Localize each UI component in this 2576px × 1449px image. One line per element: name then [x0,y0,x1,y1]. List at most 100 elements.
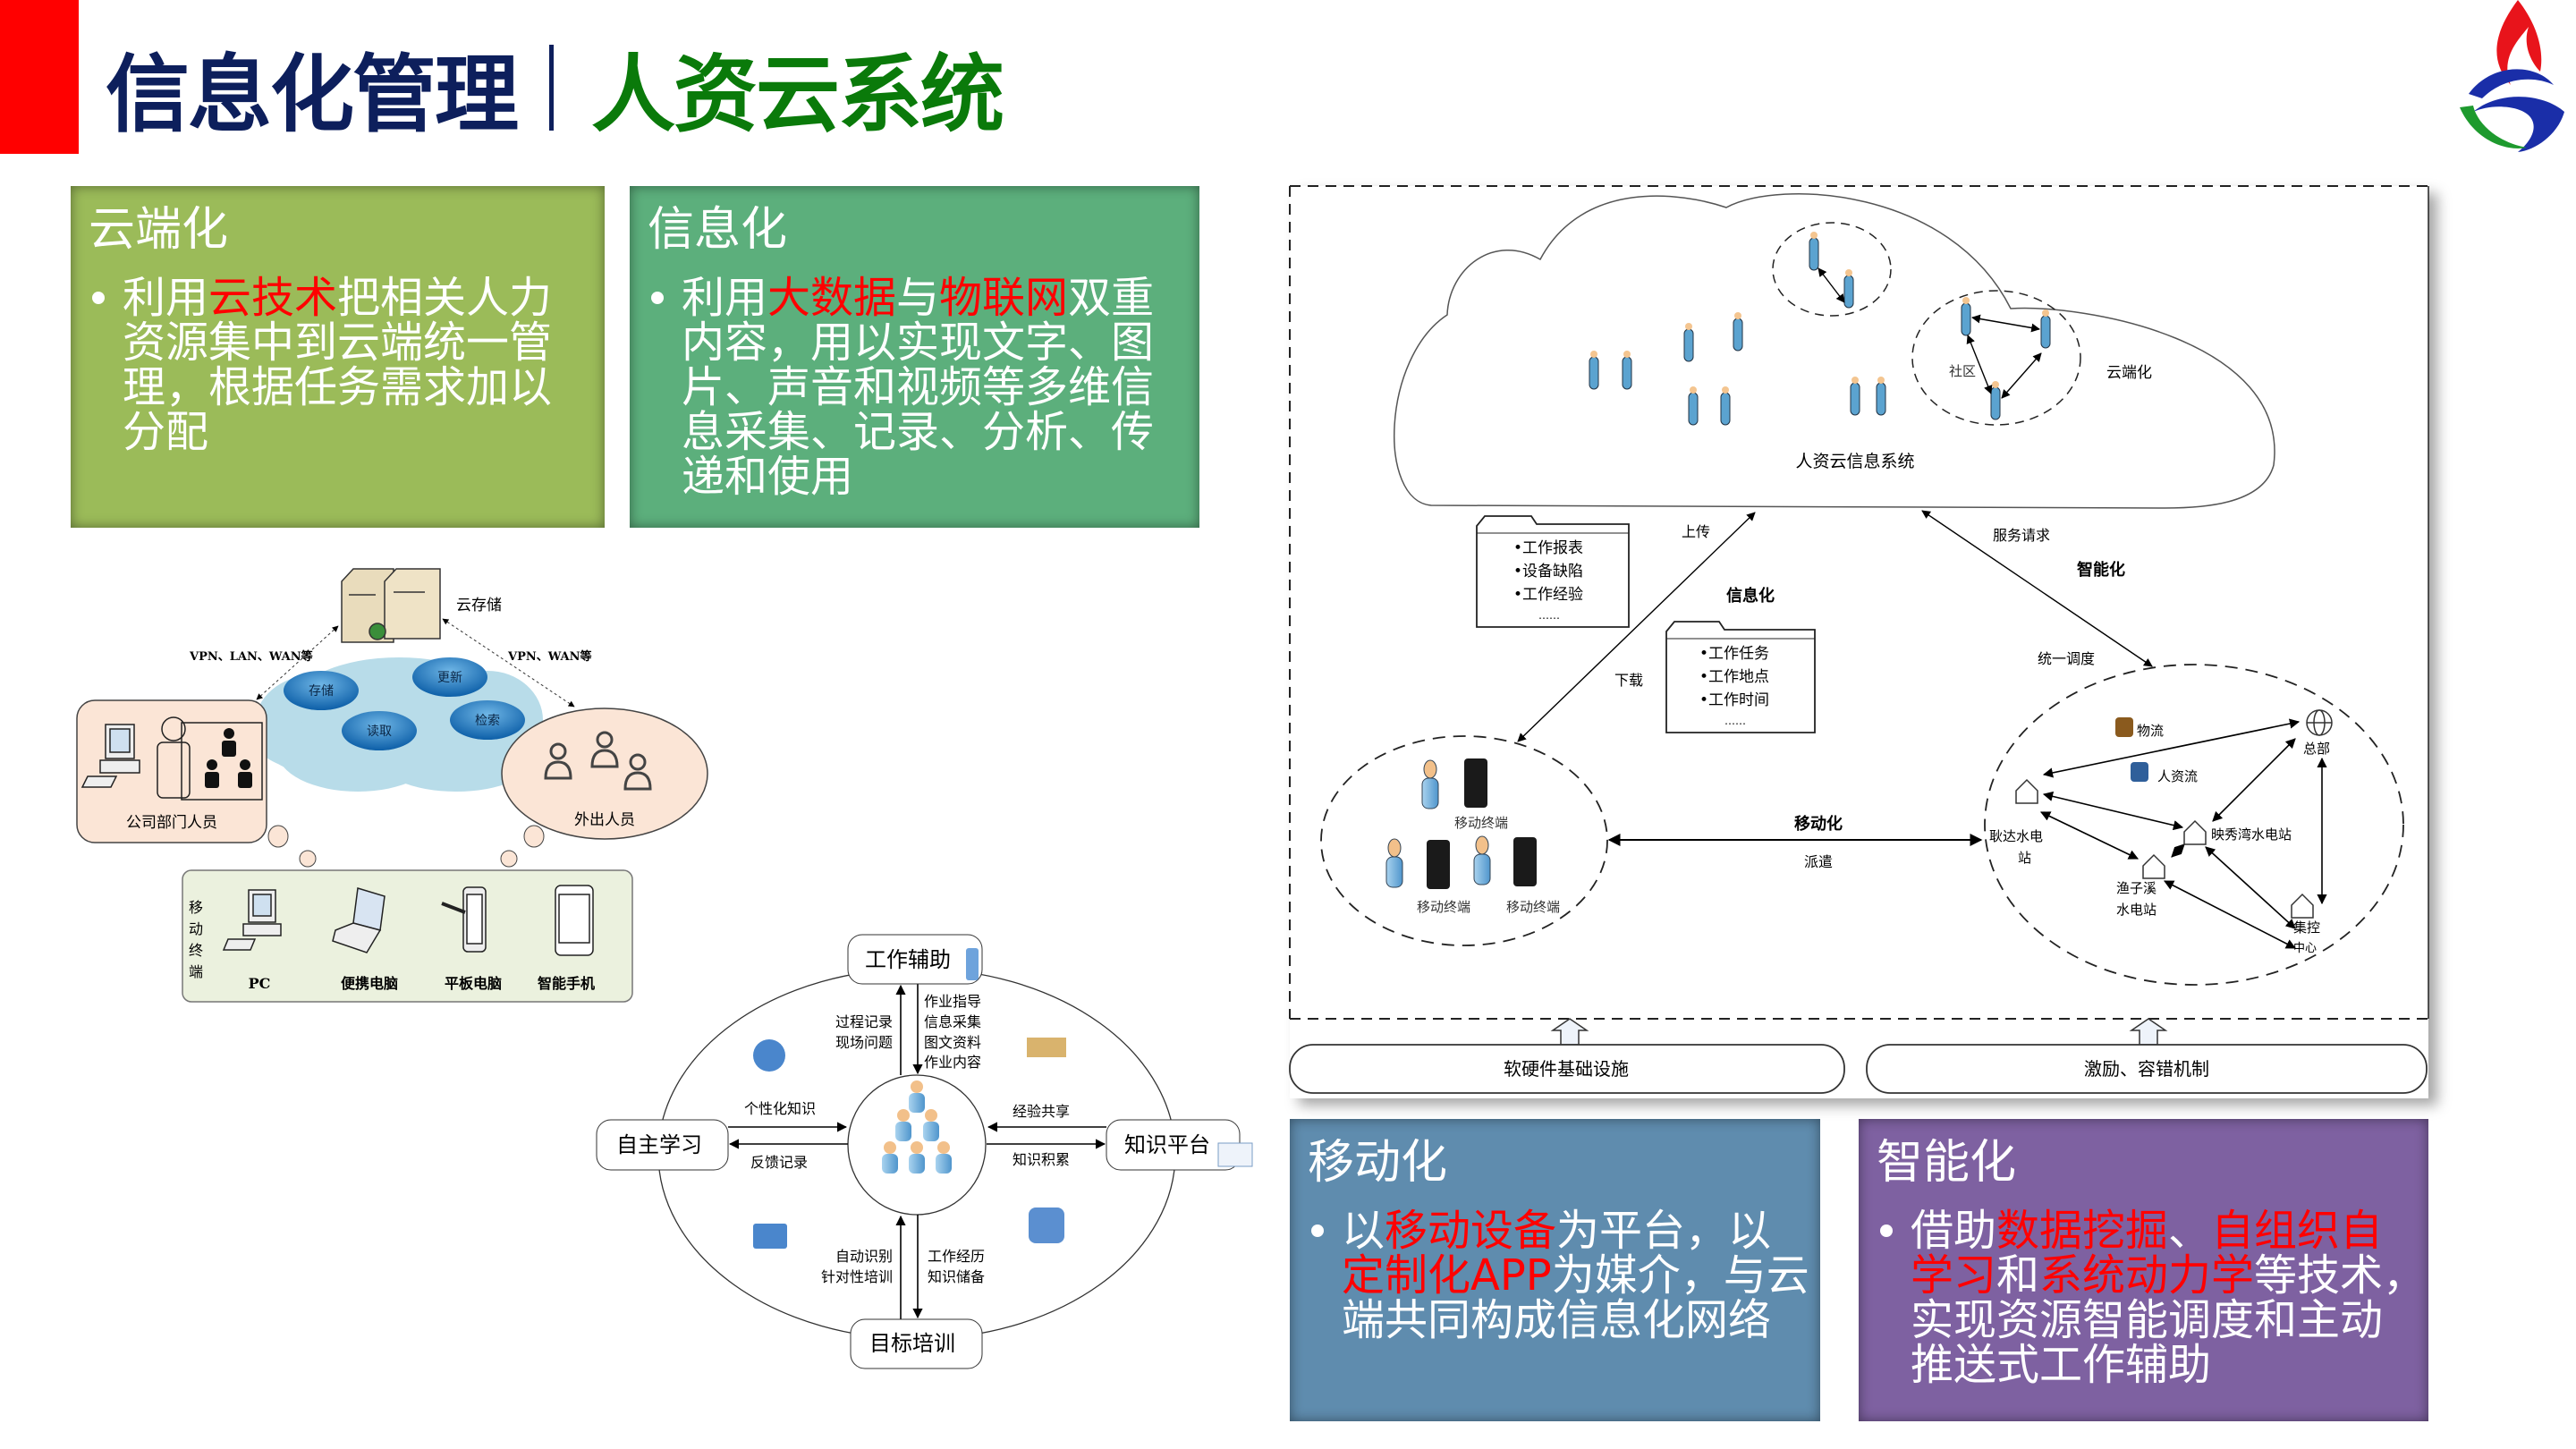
person-head-icon [1992,381,1999,388]
person-icon [2040,315,2051,349]
station-yuzixi: 渔子溪 [2116,880,2157,896]
person-head-icon [1877,377,1885,384]
person-icon [1876,382,1886,416]
node-label: 目标培训 [869,1331,955,1356]
person-head-icon [1690,386,1697,394]
card-body: 利用大数据与物联网双重内容，用以实现文字、图片、声音和视频等多维信息采集、记录、… [651,273,1155,499]
system-diagram: 社区 云端化 人资云信息系统 上传 下载 信息化 服务请求 智能化 统一调度 •… [1289,185,2429,1094]
highlight-term: 学习 [1911,1250,1997,1301]
text-run: 理，根据任务需求加以 [123,362,553,412]
card-line: 利用云技术把相关人力 [123,275,552,320]
text-run: 片、声音和视频等多维信 [682,362,1155,412]
laptop-icon [332,887,386,953]
terminal-label-char: 动 [189,920,203,937]
folder-reports: •工作报表 •设备缺陷 •工作经验 …… [1476,515,1630,628]
folder-item: •工作经验 [1513,586,1583,604]
meeting-icon [1027,1038,1066,1057]
station-gengda: 耿达水电 [1989,828,2043,844]
folder-item: •设备缺陷 [1513,563,1583,580]
flow-label-logistics: 物流 [2137,723,2164,739]
conference-icon [1029,1208,1064,1243]
hr-flow-icon [2131,762,2148,782]
card-line: 理，根据任务需求加以 [123,365,552,410]
folder-item: …… [1724,715,1746,727]
tablet-icon [441,886,487,953]
link-label-left: VPN、LAN、WAN等 [189,649,313,664]
info-tag-label: 信息化 [1726,586,1775,606]
flow-label: 知识积累 [1013,1151,1070,1168]
highlight-term: 系统动力学 [2039,1250,2255,1301]
terminal-label-char: 移 [189,899,203,916]
flow-label: 过程记录 [835,1013,893,1030]
audience-icon [205,728,252,788]
person-icon [1990,386,2001,420]
terminal-label-char: 端 [189,963,203,980]
card-title: 智能化 [1877,1136,2017,1190]
logistics-icon [2115,717,2133,737]
page-title: 信息化管理 人资云系统 [106,34,1004,144]
device-label-tablet: 平板电脑 [445,975,502,992]
flow-label: 作业内容 [924,1054,981,1071]
cloud-system-label: 人资云信息系统 [1795,452,1914,471]
card-line: 片、声音和视频等多维信 [682,365,1154,410]
flow-label: 经验共享 [1013,1103,1070,1120]
text-run: 以 [1342,1206,1385,1256]
flow-label: 图文资料 [924,1034,981,1051]
terminal-label-char: 终 [189,942,203,959]
mobile-terminal-label: 移动终端 [1417,899,1470,915]
text-run: 息采集、记录、分析、传 [682,407,1155,457]
person-head-icon [1623,351,1631,358]
folder-item: •工作任务 [1699,645,1769,663]
node-target-training[interactable]: 目标培训 [850,1318,983,1369]
dispatch-label: 派遣 [1804,853,1833,870]
card-body: 利用云技术把相关人力资源集中到云端统一管理，根据任务需求加以分配 [92,275,552,454]
node-label: 自主学习 [616,1132,702,1157]
svg-text:更新: 更新 [437,671,462,685]
highlight-term: 云技术 [208,273,338,323]
text-run: 把相关人力 [337,273,553,323]
text-run: 推送式工作辅助 [1911,1340,2212,1390]
title-sub: 人资云系统 [591,47,1004,144]
text-run: 借助 [1911,1206,1997,1256]
card-title: 云端化 [89,203,229,257]
card-body: 借助数据挖掘、自组织自学习和系统动力学等技术，实现资源智能调度和主动推送式工作辅… [1880,1208,2426,1390]
flow-label: 现场问题 [835,1034,893,1051]
node-work-assist[interactable]: 工作辅助 [847,934,983,985]
person-icon [1850,382,1860,416]
phone-icon [966,948,979,980]
highlight-term: 定制化APP [1342,1250,1552,1301]
flow-label: 工作经历 [928,1248,985,1265]
card-title: 移动化 [1308,1136,1448,1190]
person-icon [1733,318,1743,352]
highlight-term: 大数据 [767,273,897,323]
field-staff-group: 外出人员 [501,708,708,840]
node-self-study[interactable]: 自主学习 [596,1119,729,1171]
person-icon [1589,356,1599,390]
card-line: 内容，用以实现文字、图 [682,320,1154,365]
presenter-icon [157,716,263,801]
text-run: 与 [896,273,940,323]
folder-tasks: •工作任务 •工作地点 •工作时间 …… [1665,621,1816,733]
community-label: 社区 [1949,363,1976,379]
flow-label: 自动识别 [835,1248,893,1265]
text-run: 为媒介，与云 [1551,1250,1809,1301]
card-line: 借助数据挖掘、自组织自 [1911,1208,2426,1253]
card-line: 递和使用 [682,454,1154,499]
foundation-label: 软硬件基础设施 [1504,1058,1629,1080]
person-head-icon [1962,297,1970,304]
thought-bubbles [267,825,545,868]
station-icon [2015,778,2314,919]
bullet-icon [92,292,105,304]
folder-item: •工作报表 [1513,539,1583,557]
station-yuzixi: 水电站 [2116,902,2157,918]
link-label-right: VPN、WAN等 [507,649,591,664]
folder-icon [753,1224,787,1249]
folder-item: …… [1538,609,1560,622]
card-line: 端共同构成信息化网络 [1342,1298,1809,1343]
cloud-op-store: 存储 [284,671,359,710]
person-head-icon [2042,309,2049,317]
person-head-icon [1722,386,1729,394]
node-knowledge-platform[interactable]: 知识平台 [1106,1119,1253,1171]
person-icon [1720,392,1731,426]
